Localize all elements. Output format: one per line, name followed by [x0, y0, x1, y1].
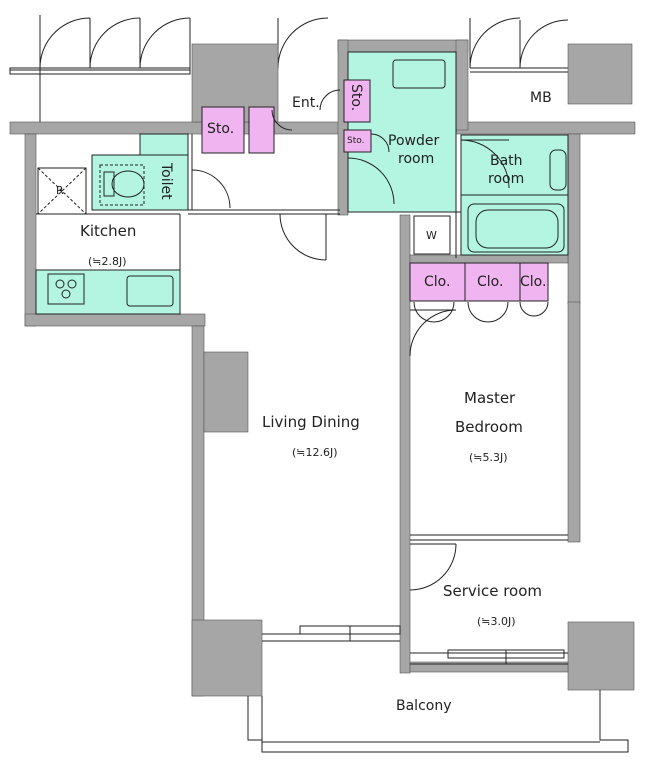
stove [47, 273, 85, 305]
bath-room-label-line1: Bath [490, 153, 523, 169]
toilet [91, 154, 189, 211]
bath-sink [549, 149, 567, 191]
walls [9, 39, 636, 697]
kitchen-size: (≒2.8J) [88, 255, 127, 268]
closet-label-2: Clo. [477, 274, 504, 290]
master-bedroom-size: (≒5.3J) [469, 451, 508, 464]
interior-doors [191, 89, 549, 591]
refrigerator-label: R [56, 184, 64, 197]
wet-areas [35, 51, 569, 315]
vanity-counter [392, 59, 446, 89]
exterior-corridor [9, 15, 568, 122]
balcony-label: Balcony [396, 698, 452, 714]
kitchen-sink [126, 275, 174, 307]
storage-vertical-label: Sto. [347, 84, 364, 112]
storage-small-label: Sto. [347, 136, 365, 146]
toilet-bowl [99, 164, 145, 206]
toilet-tank-area [139, 133, 189, 156]
living-dining-label: Living Dining [262, 413, 360, 431]
mb-label: MB [530, 90, 552, 106]
master-bedroom-label-line2: Bedroom [455, 418, 523, 436]
powder-room-label-line2: room [398, 151, 435, 167]
bathtub [467, 203, 565, 253]
kitchen-label: Kitchen [80, 222, 137, 240]
storage-areas [201, 79, 549, 302]
washer-label: W [426, 229, 437, 242]
entrance-label: Ent. [292, 95, 320, 111]
bath-room-label-line2: room [488, 171, 525, 187]
service-room-size: (≒3.0J) [477, 615, 516, 628]
closet-label-3: Clo. [520, 274, 547, 290]
powder-room-label-line1: Powder [388, 133, 440, 149]
closet-label-1: Clo. [424, 274, 451, 290]
service-room-label: Service room [443, 582, 543, 600]
toilet-label: Toilet [157, 163, 174, 200]
storage-entrance-label: Sto. [207, 121, 235, 137]
fixtures [37, 59, 567, 307]
washer [413, 215, 451, 255]
master-bedroom-label-line1: Master [464, 389, 516, 407]
corridor-doors [39, 17, 569, 69]
interior-lines [36, 134, 629, 753]
living-dining-size: (≒12.6J) [292, 446, 338, 459]
